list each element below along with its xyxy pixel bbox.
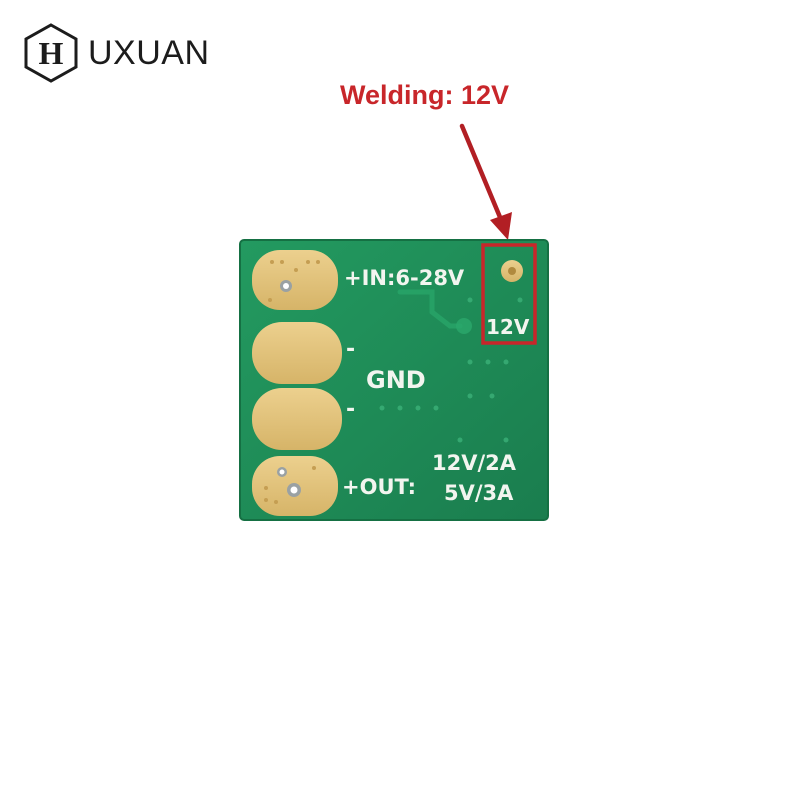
ground-pad-lower [252, 388, 342, 450]
input-label: +IN:6-28V [344, 266, 465, 290]
brand-logo: H UXUAN [22, 22, 210, 84]
output-label: +OUT: [342, 475, 416, 499]
hexagon-logo-icon: H [24, 23, 78, 83]
brand-name: UXUAN [88, 33, 210, 72]
minus-label-top: - [346, 337, 355, 362]
ground-pad-upper [252, 322, 342, 384]
output-pad [252, 456, 338, 516]
logo-mark-letter: H [39, 35, 64, 71]
ground-label: GND [366, 366, 426, 394]
pcb-board: +IN:6-28V 12V - GND - +OUT: 12V/2A 5V/3A [239, 239, 549, 521]
input-pad [252, 250, 338, 310]
welding-callout: Welding: 12V [340, 80, 510, 110]
weld-pad [501, 260, 523, 282]
callout-arrow-icon [459, 123, 512, 240]
minus-label-bottom: - [346, 397, 355, 422]
weld-pad-label: 12V [486, 315, 530, 339]
rating-5v-label: 5V/3A [444, 481, 514, 505]
rating-12v-label: 12V/2A [432, 451, 517, 475]
weld-highlight-box [481, 243, 537, 345]
